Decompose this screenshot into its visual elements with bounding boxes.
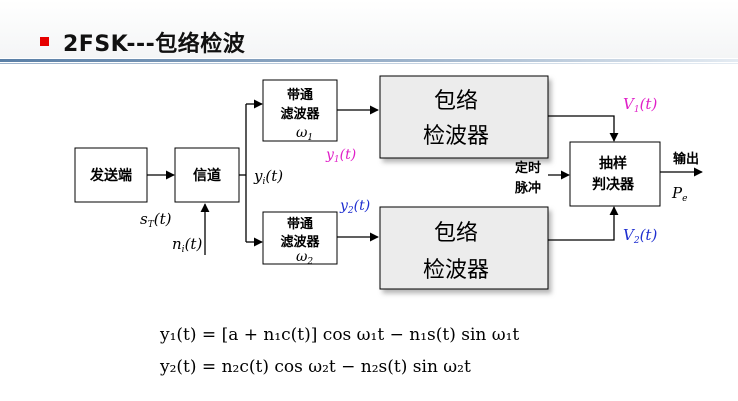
title-bar [0,0,738,58]
title-underline-thin [0,63,738,64]
bpf2-label-line2: 滤波器 [280,234,320,250]
bpf1-block [262,79,338,142]
bpf1-label-line1: 带通 [287,87,313,103]
y2-label: y2(t) [339,198,370,216]
timing-label-line1: 定时 [514,160,541,176]
env-detector1-label-line2: 检波器 [423,124,489,149]
env-detector2-label-line1: 包络 [434,221,478,246]
y1-label: y1(t) [325,147,356,165]
V1-label: V1(t) [623,95,657,115]
equation-y1: y₁(t) = [a + n₁c(t)] cos ω₁t − n₁s(t) si… [160,325,520,345]
bpf1-label-line2: 滤波器 [280,106,320,122]
output-label: 输出 [673,151,699,167]
env1-to-decision-arrow [548,115,619,142]
timing-label-line2: 脉冲 [514,180,541,196]
env2-to-decision-arrow [548,206,619,241]
sender-block [74,147,148,203]
slide-title: 2FSK---包络检波 [63,32,246,57]
decision-block [569,141,661,207]
sender-label: 发送端 [89,167,132,184]
pe-label: Pe [671,184,687,204]
V2-label: V2(t) [623,226,657,246]
ni-label: ni(t) [172,235,202,255]
bpf2-omega: ω2 [296,249,313,267]
title-bullet-icon [40,37,49,46]
bpf2-block [262,211,338,265]
sT-label: sT(t) [140,210,172,230]
bpf2-label-line1: 带通 [287,216,313,232]
decision-label-line1: 抽样 [599,155,627,172]
yi-label: yi(t) [253,167,283,187]
bpf1-omega: ω1 [296,125,313,143]
env-detector2-block [379,206,549,290]
decision-label-line2: 判决器 [592,176,635,193]
channel-label: 信道 [193,167,221,184]
title-underline [0,59,738,62]
env-detector1-block [379,75,549,159]
env-detector1-label-line1: 包络 [434,89,478,114]
equation-y2: y₂(t) = n₂c(t) cos ω₂t − n₂s(t) sin ω₂t [160,357,471,377]
env-detector2-label-line2: 检波器 [423,258,489,283]
